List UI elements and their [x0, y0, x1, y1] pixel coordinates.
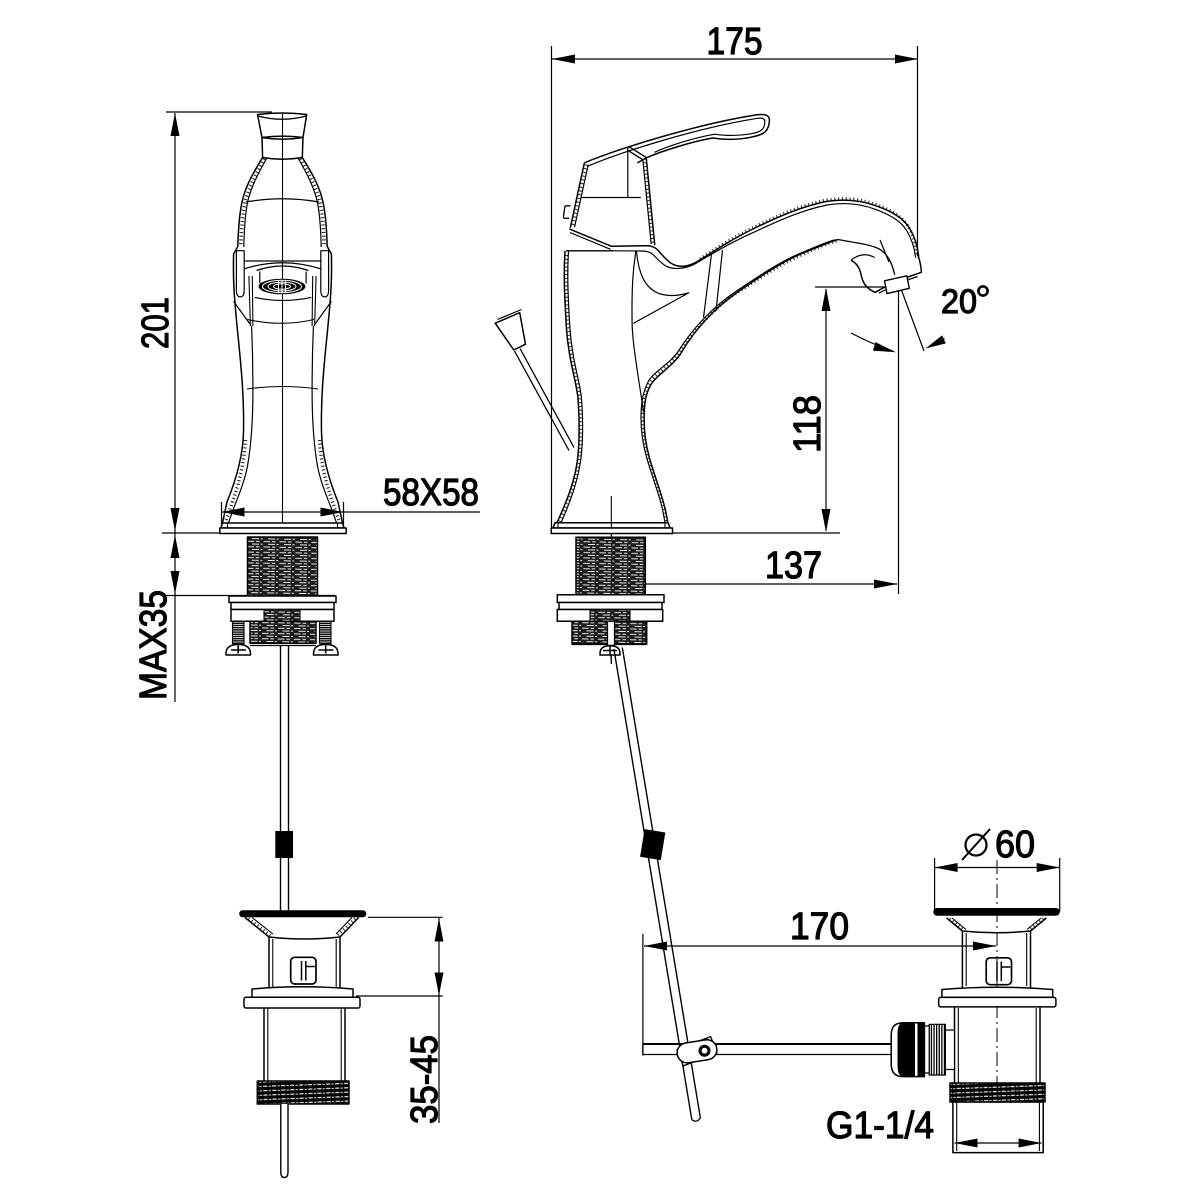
svg-text:175: 175 [707, 21, 763, 63]
svg-text:20: 20 [941, 283, 977, 321]
svg-text:G1-1/4: G1-1/4 [826, 1105, 934, 1147]
svg-text:118: 118 [787, 395, 829, 453]
svg-text:MAX35: MAX35 [133, 590, 175, 700]
svg-text:35-45: 35-45 [404, 1035, 446, 1124]
svg-text:58X58: 58X58 [383, 472, 479, 514]
svg-text:201: 201 [135, 297, 177, 349]
svg-text:137: 137 [765, 545, 822, 587]
svg-text:170: 170 [790, 906, 849, 948]
svg-text:60: 60 [995, 824, 1035, 866]
